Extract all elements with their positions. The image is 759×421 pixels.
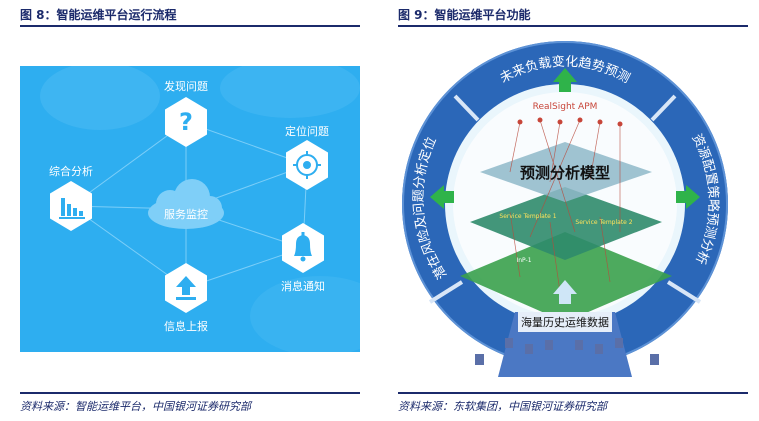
label-report: 信息上报 [164,320,208,333]
ops-function-diagram: 未来负载变化趋势预测 资源配置策略预测分析 潜在风险及问题分析定位 RealSi… [400,32,730,377]
service-template-1: Service Template 1 [499,213,556,220]
upload-icon [176,276,196,300]
cloud-icon [148,179,224,229]
network-links [509,119,621,293]
question-mark-icon: ? [179,108,193,136]
arrow-up-icon [553,68,577,92]
bg-cloud [40,66,160,130]
ring-dividers [428,94,702,304]
source-left: 资料来源：智能运维平台，中国银河证券研究部 [20,400,251,413]
hexagon-discover [165,97,207,147]
label-center: 服务监控 [164,208,208,221]
title-rule-left [20,25,360,27]
bar-chart-icon [59,198,85,219]
arrow-left-icon [430,185,454,209]
label-locate: 定位问题 [285,125,329,138]
service-template-2: Service Template 2 [575,219,632,226]
source-right: 资料来源：东软集团，中国银河证券研究部 [398,400,607,413]
label-analysis: 综合分析 [49,165,93,178]
footer-rule-right [398,392,748,394]
label-notify: 消息通知 [281,280,325,293]
apm-label: RealSight APM [533,102,598,112]
ops-flow-diagram: ? 发现问题 定位问题 消息 [20,66,360,352]
ops-flow-graphic: ? [40,66,360,352]
server-icons [475,338,659,365]
figure-9-title: 图 9：智能运维平台功能 [398,8,531,22]
bg-cloud [220,66,360,118]
model-plane [480,142,652,202]
data-label-box [518,312,612,332]
figure-8-title: 图 8：智能运维平台运行流程 [20,8,177,22]
footer-rule-left [20,392,360,394]
arrow-right-icon [676,185,700,209]
data-label: 海量历史运维数据 [521,315,609,329]
service-plane [470,187,662,260]
bg-cloud [250,276,360,352]
title-rule-right [398,25,748,27]
model-title: 预测分析模型 [520,164,610,182]
infra-label: InP-1 [516,257,531,264]
bell-icon [294,232,312,262]
infra-plane [460,232,672,322]
label-discover: 发现问题 [164,80,208,93]
arrow-up-data-icon [553,280,577,304]
target-icon [293,151,321,179]
function-ring-graphic: 未来负载变化趋势预测 资源配置策略预测分析 潜在风险及问题分析定位 RealSi… [402,41,728,377]
